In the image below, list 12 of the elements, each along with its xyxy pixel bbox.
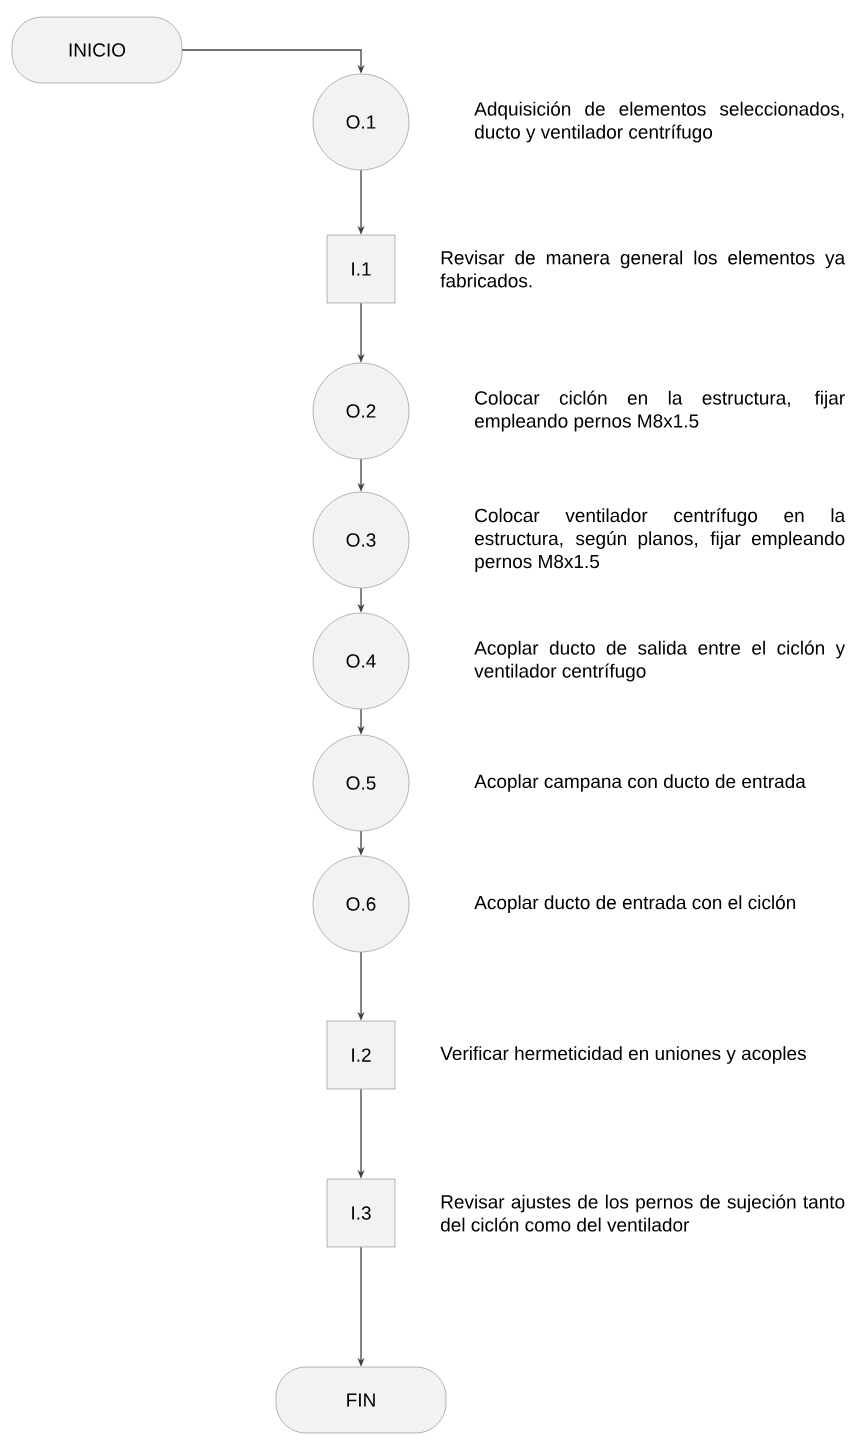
step-description: Acoplar ducto de entrada con el ciclón <box>474 895 796 913</box>
step-description: Revisar ajustes de los pernos de sujeción tanto del ciclón como del ventilador <box>441 1194 845 1232</box>
step-description: Verificar hermeticidad en uniones y acoples <box>440 1046 806 1064</box>
inspection-square: I.1 <box>326 234 396 304</box>
step-description: Acoplar ducto de salida entre el ciclón y ventilador centrífugo <box>474 640 846 682</box>
step-description: Adquisición de elementos seleccionados, ducto y ventilador centrífugo <box>474 101 844 143</box>
step-description: Acoplar campana con ducto de entrada <box>474 774 806 792</box>
inspection-square: I.3 <box>326 1178 396 1248</box>
step-description: Revisar de manera general los elementos ya fabricados. <box>440 250 846 288</box>
step-description: Colocar ciclón en la estructura, fijar empleando pernos M8x1.5 <box>475 390 845 432</box>
step-description: Colocar ventilador centrífugo en la estructura, según planos, fijar empleando pernos M8x1.5 <box>475 508 846 572</box>
inspection-square: I.2 <box>326 1020 396 1090</box>
